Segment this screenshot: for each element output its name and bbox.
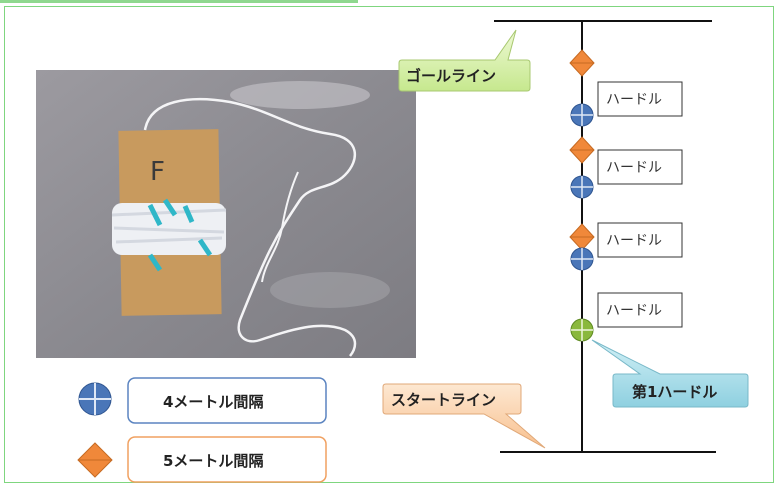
hurdle-label: ハードル: [606, 303, 662, 319]
green-circle-cross-icon: [570, 318, 594, 342]
first-hurdle-label: 第1ハードル: [632, 383, 717, 401]
blue-circle-cross-icon: [78, 382, 112, 416]
goal-line-callout: ゴールライン: [398, 29, 531, 92]
start-line-label: スタートライン: [391, 391, 496, 409]
blue-circle-cross-icon: [570, 103, 594, 127]
hurdle-box-3: ハードル: [597, 222, 683, 258]
hurdle-box-2: ハードル: [597, 149, 683, 185]
start-line-callout: スタートライン: [382, 383, 546, 449]
hurdle-label: ハードル: [606, 92, 662, 108]
legend-4m: 4メートル間隔: [78, 377, 327, 424]
orange-diamond-icon: [569, 223, 595, 251]
goal-line-label: ゴールライン: [406, 67, 496, 85]
hurdle-box-4: ハードル: [597, 292, 683, 328]
blue-circle-cross-icon: [570, 175, 594, 199]
blue-circle-cross-icon: [570, 247, 594, 271]
first-hurdle-callout: 第1ハードル: [591, 339, 749, 408]
orange-diamond-icon: [569, 49, 595, 77]
top-rule: [0, 0, 358, 3]
hurdle-box-1: ハードル: [597, 81, 683, 117]
board-letter: F: [150, 157, 165, 187]
legend-5m: 5メートル間隔: [77, 436, 327, 483]
string-board-photo: F: [36, 70, 416, 358]
orange-diamond-icon: [569, 136, 595, 164]
hurdle-label: ハードル: [606, 160, 662, 176]
legend-4m-label: 4メートル間隔: [163, 393, 263, 411]
orange-diamond-icon: [77, 442, 113, 478]
legend-5m-label: 5メートル間隔: [163, 452, 263, 470]
hurdle-label: ハードル: [606, 233, 662, 249]
